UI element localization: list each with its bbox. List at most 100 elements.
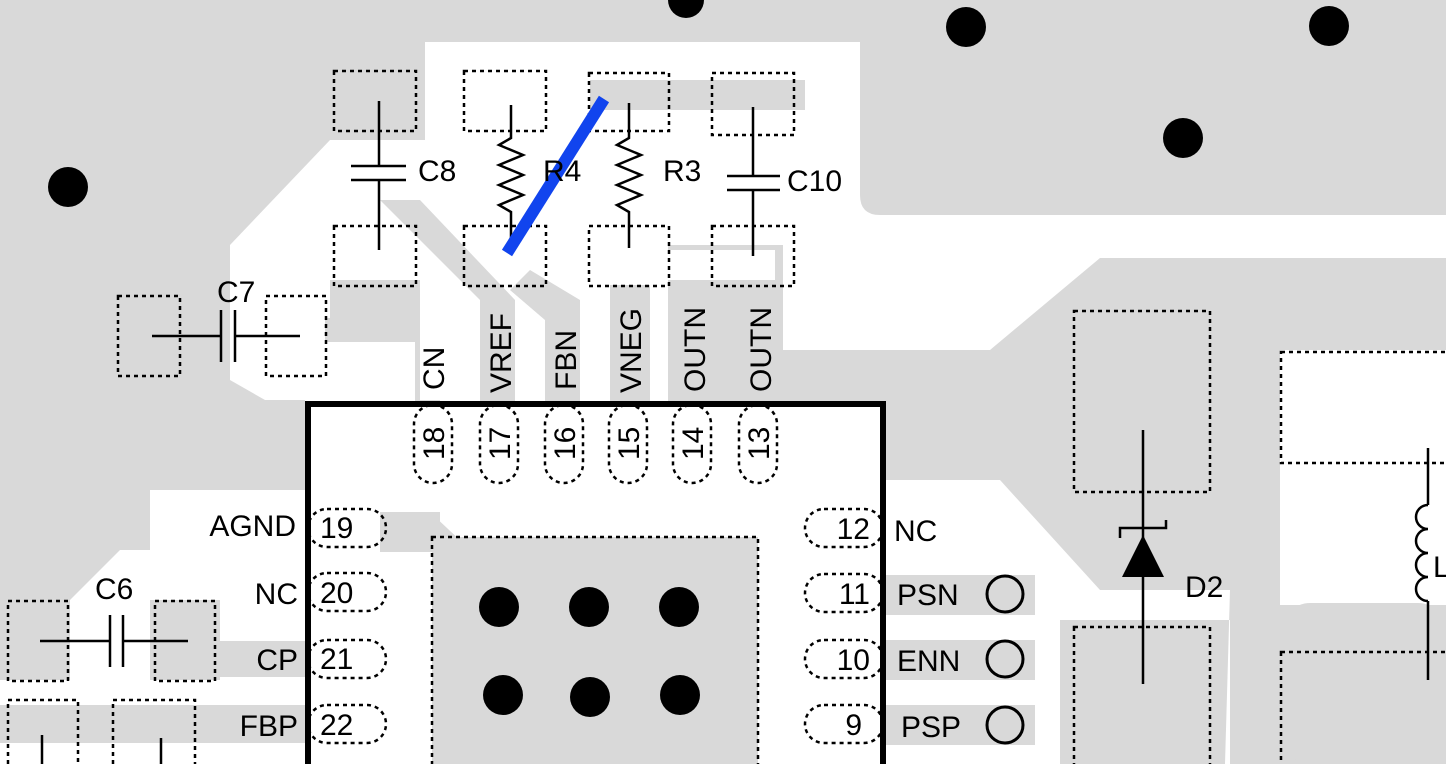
pin-name-10: ENN	[897, 645, 960, 678]
pin-number-11: 11	[839, 578, 870, 611]
pin-name-22: FBP	[240, 710, 298, 743]
label-c10: C10	[787, 165, 842, 198]
copper-trace-fbp	[0, 705, 305, 743]
via-dot-icon	[668, 0, 704, 18]
copper-trace-c8-vref	[380, 200, 515, 440]
label-c8: C8	[418, 155, 456, 188]
pin-pad-17	[478, 403, 520, 485]
pin-name-21: CP	[256, 644, 298, 677]
pin-pad-12	[803, 507, 885, 549]
pin-name-9: PSP	[901, 711, 961, 744]
pin-pad-19	[306, 507, 388, 549]
pin-name-17: VREF	[485, 313, 518, 393]
copper-lower-right	[1282, 603, 1446, 764]
diode-d2-triangle	[1122, 535, 1164, 577]
inductor-l-symbol	[1414, 448, 1430, 680]
copper-thermal-pad	[432, 537, 758, 764]
resistor-r4-symbol	[495, 105, 527, 248]
pin-number-18: 18	[418, 427, 451, 460]
c7-pad-left	[116, 294, 182, 378]
copper-trace-enn	[885, 640, 1035, 680]
pin-pad-21	[306, 638, 388, 680]
copper-d2-bottom	[1060, 622, 1222, 764]
l-pad-top	[1279, 350, 1446, 465]
clearance-ic-area	[380, 405, 1000, 510]
pin-number-9: 9	[845, 709, 862, 742]
top-pin-numbers: 18 17 16 15 14 13	[418, 427, 776, 460]
copper-trace-cn	[330, 280, 440, 450]
right-pin-pads	[803, 507, 885, 745]
test-point-circle-icon	[985, 574, 1025, 614]
label-r3: R3	[663, 155, 701, 188]
capacitor-c6-symbol	[40, 615, 188, 667]
pin-name-13: OUTN	[745, 307, 778, 392]
r4-pad-top	[462, 69, 548, 133]
pin-pad-11	[803, 572, 885, 614]
copper-trace-psn	[885, 575, 1035, 615]
capacitor-c10-symbol	[727, 107, 780, 256]
label-r4: R4	[543, 155, 581, 188]
bottom-left-pad-a	[6, 698, 80, 764]
pin-name-16: FBN	[550, 330, 583, 390]
test-point-circle-icon	[985, 639, 1025, 679]
label-d2: D2	[1185, 571, 1223, 604]
pin-name-12: NC	[894, 515, 937, 548]
pin-pad-10	[803, 638, 885, 680]
copper-trace-top-mid	[590, 80, 805, 110]
pin-pad-14	[671, 403, 713, 485]
resistor-r3-symbol	[613, 103, 645, 248]
left-pin-pads	[306, 507, 388, 745]
via-dot-icon	[1163, 118, 1203, 158]
top-pin-pads	[412, 403, 779, 485]
copper-left-pour	[0, 0, 1446, 680]
pin-number-16: 16	[549, 427, 582, 460]
pin-number-15: 15	[613, 427, 646, 460]
clearances	[380, 250, 1000, 510]
component-labels: C8 R4 R3 C10 C7 C6 D2 L	[95, 155, 1446, 606]
pin-number-13: 13	[743, 427, 776, 460]
pin-pad-22	[306, 703, 388, 745]
pin-pad-18	[412, 403, 454, 485]
pin-name-18: CN	[418, 347, 451, 390]
pin-pad-16	[543, 403, 585, 485]
label-c7: C7	[217, 276, 255, 309]
top-pin-names: CN VREF FBN VNEG OUTN OUTN	[418, 307, 778, 393]
via-dot-icon	[1309, 6, 1349, 46]
pin-pad-9	[803, 703, 885, 745]
right-pins: 12 NC 11 PSN 10 ENN 9 PSP	[837, 513, 961, 744]
test-points	[985, 574, 1025, 745]
clearance-top-mid	[665, 250, 775, 280]
pin-number-14: 14	[677, 427, 710, 460]
thermal-pad-outline	[430, 535, 760, 764]
copper-right-pour	[670, 258, 1446, 764]
c8-pad-top	[332, 69, 418, 133]
pin-number-17: 17	[484, 427, 517, 460]
pin-name-19: AGND	[209, 510, 296, 543]
via-dot-icon	[659, 587, 699, 627]
copper-agnd-diag	[380, 512, 465, 545]
blue-strike-line-icon	[501, 95, 610, 257]
label-l: L	[1433, 551, 1446, 584]
l-pad-bottom	[1279, 650, 1446, 764]
capacitor-c7-symbol	[152, 310, 300, 362]
r4-pad-bottom	[462, 224, 548, 288]
pin-name-20: NC	[255, 578, 298, 611]
pin-number-21: 21	[320, 643, 353, 676]
vias	[48, 0, 1349, 717]
pin-pad-13	[737, 403, 779, 485]
via-dot-icon	[483, 675, 523, 715]
pin-number-10: 10	[837, 644, 870, 677]
pin-name-11: PSN	[897, 579, 959, 612]
pin-pad-20	[306, 571, 388, 613]
via-dot-icon	[479, 587, 519, 627]
pin-number-20: 20	[320, 577, 353, 610]
via-dot-icon	[660, 675, 700, 715]
pin-number-22: 22	[320, 709, 353, 742]
via-dot-icon	[48, 167, 88, 207]
pin-name-15: VNEG	[615, 308, 648, 393]
via-dot-icon	[569, 587, 609, 627]
via-dot-icon	[946, 7, 986, 47]
left-pins: AGND 19 NC 20 CP 21 FBP 22	[209, 510, 353, 743]
